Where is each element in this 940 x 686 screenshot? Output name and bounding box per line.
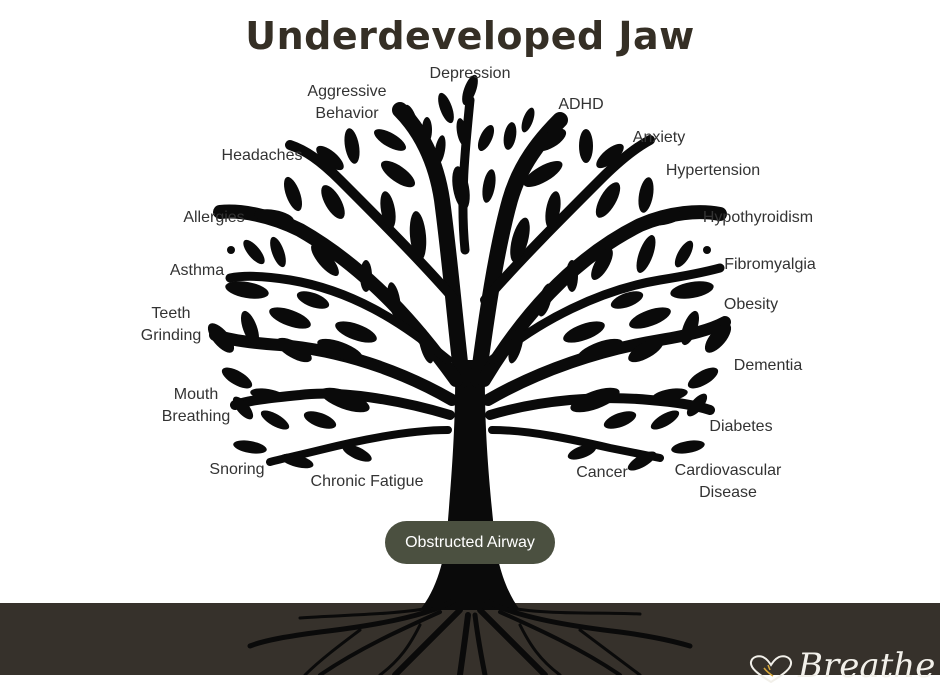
label-dementia: Dementia — [733, 357, 803, 374]
label-adhd: ADHD — [558, 96, 604, 113]
heart-leaf-icon — [749, 655, 793, 684]
label-aggressive-behavior: Aggressive Behavior — [307, 83, 387, 122]
label-cancer: Cancer — [576, 464, 628, 481]
label-obesity: Obesity — [723, 296, 779, 313]
label-teeth-grinding: Teeth Grinding — [140, 305, 202, 344]
brand-logo: Breathe — [748, 646, 940, 686]
label-hypertension: Hypertension — [665, 162, 761, 179]
obstructed-airway-badge: Obstructed Airway — [385, 521, 555, 564]
label-snoring: Snoring — [209, 461, 265, 478]
label-headaches: Headaches — [221, 147, 303, 164]
label-diabetes: Diabetes — [709, 418, 773, 435]
diagram-title: Underdeveloped Jaw — [245, 14, 695, 58]
label-asthma: Asthma — [169, 262, 225, 279]
label-allergies: Allergies — [183, 209, 245, 226]
label-hypothyroidism: Hypothyroidism — [702, 209, 814, 226]
label-depression: Depression — [429, 65, 511, 82]
label-cardiovascular-disease: Cardiovascular Disease — [674, 462, 782, 501]
label-fibromyalgia: Fibromyalgia — [724, 256, 816, 273]
label-anxiety: Anxiety — [632, 129, 686, 146]
label-mouth-breathing: Mouth Breathing — [161, 386, 231, 425]
brand-name: Breathe — [798, 646, 936, 686]
label-chronic-fatigue: Chronic Fatigue — [310, 473, 424, 490]
